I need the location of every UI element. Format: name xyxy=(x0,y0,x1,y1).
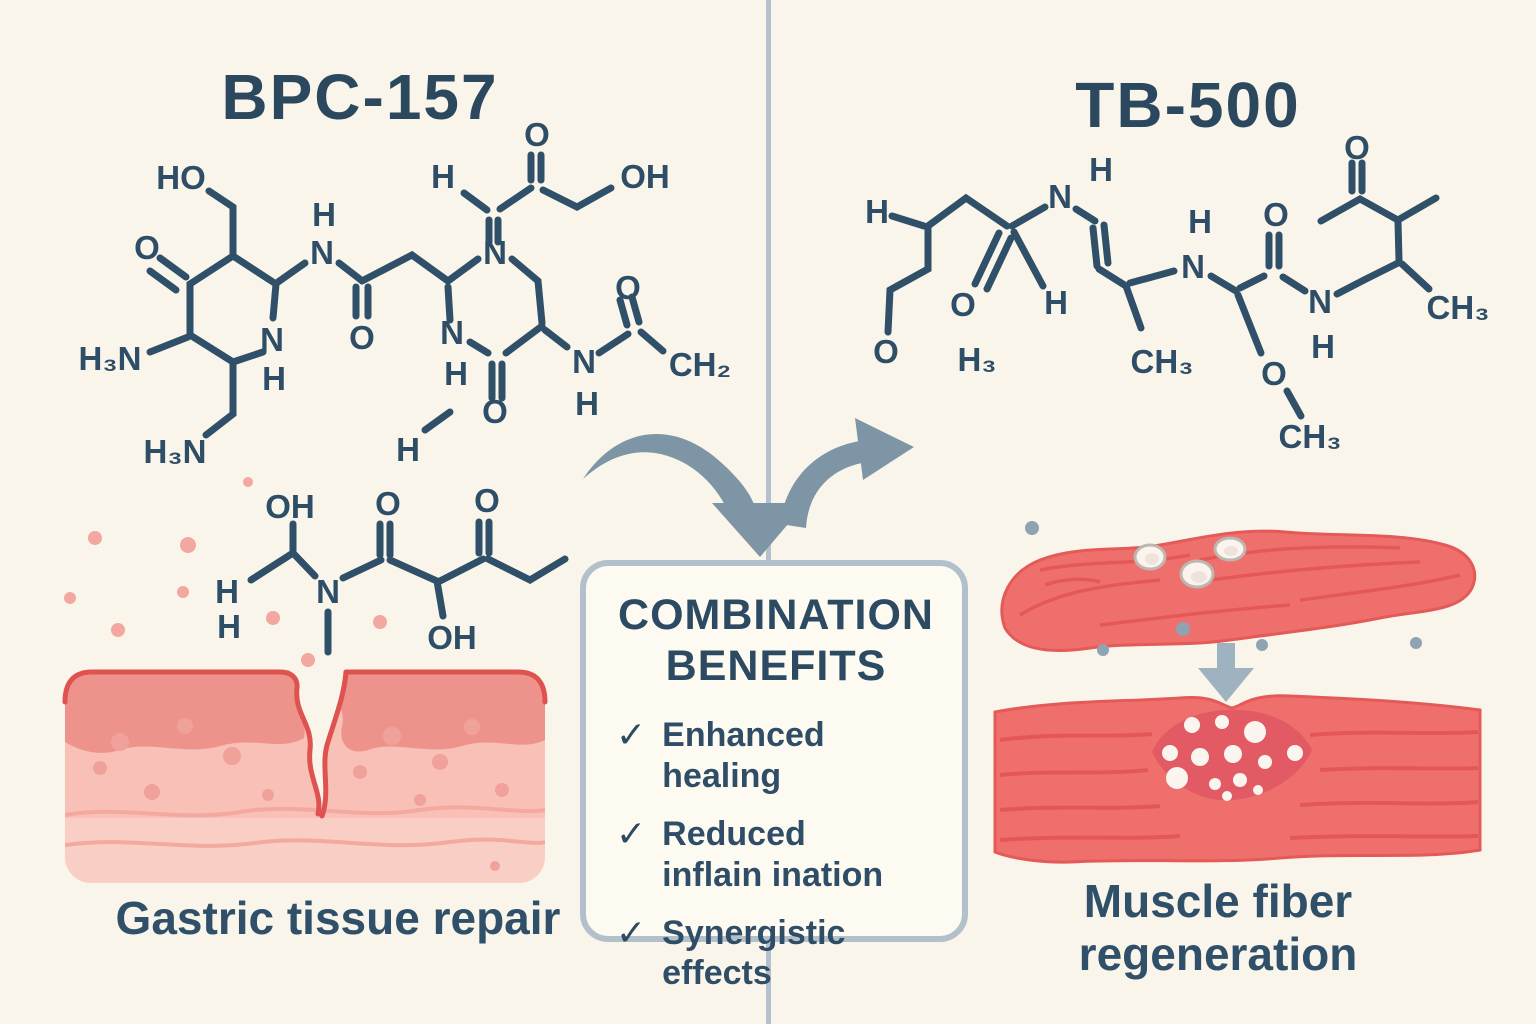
merge-arrows xyxy=(583,418,914,557)
particle-dot xyxy=(243,477,253,487)
arrow-right-curved xyxy=(780,441,862,528)
fragment-atom-labels: OH HH N O O OH xyxy=(215,482,500,656)
atom-label: N xyxy=(572,343,596,380)
particle-dot xyxy=(1410,637,1422,649)
healing-cells xyxy=(1162,715,1303,801)
atom-label: H xyxy=(1311,328,1335,365)
atom-label: CH₂ xyxy=(669,346,731,383)
tb500-title: TB-500 xyxy=(1075,69,1301,141)
particle-dot xyxy=(177,586,189,598)
atom-label: H₃N xyxy=(79,340,142,377)
atom-label: HO xyxy=(156,159,206,196)
atom-label: O xyxy=(615,269,641,306)
atom-label: O xyxy=(482,393,508,430)
particle-dot xyxy=(266,611,280,625)
atom-label: H xyxy=(1089,151,1113,188)
atom-label: H xyxy=(1044,284,1068,321)
arrow-right-head xyxy=(855,418,914,480)
atom-label: H xyxy=(575,385,599,422)
atom-label: H xyxy=(217,608,241,645)
atom-label: H xyxy=(431,158,455,195)
benefits-title: COMBINATION BENEFITS xyxy=(618,591,934,690)
benefit-text: Enhanced healing xyxy=(662,716,825,796)
atom-label: O xyxy=(1344,129,1370,166)
particle-dot xyxy=(1097,644,1109,656)
tissue-speckles xyxy=(93,718,509,871)
divider-line xyxy=(766,0,771,1024)
check-icon: ✓ xyxy=(616,714,647,756)
atom-label: N xyxy=(483,234,507,271)
atom-label: H₃N xyxy=(144,433,207,470)
atom-label: H xyxy=(444,355,468,392)
benefit-text: Reduced inflain ination xyxy=(662,815,884,894)
bpc157-fragment-structure: OH HH N O O OH xyxy=(215,482,569,656)
particle-dot xyxy=(373,615,387,629)
atom-label: O xyxy=(349,319,375,356)
particle-dot xyxy=(1176,622,1190,636)
atom-label: H xyxy=(312,196,336,233)
combination-benefits-box: COMBINATION BENEFITS ✓ Enhanced healing … xyxy=(580,560,968,992)
atom-label: H xyxy=(262,360,286,397)
atom-label: O xyxy=(474,482,500,519)
muscle-fiber-illustration xyxy=(993,529,1482,864)
gastric-tissue-illustration xyxy=(62,669,548,883)
atom-label: N xyxy=(316,573,340,610)
atom-label: N xyxy=(260,321,284,358)
particle-dot xyxy=(1256,639,1268,651)
muscle-caption: Muscle fiber regeneration xyxy=(1078,875,1358,980)
gastric-caption: Gastric tissue repair xyxy=(115,892,561,944)
regeneration-arrow-icon xyxy=(1198,643,1254,702)
atom-label: CH₃ xyxy=(1279,418,1342,455)
atom-label: O xyxy=(1263,196,1289,233)
atom-label: O xyxy=(1261,355,1287,392)
atom-label: O xyxy=(524,116,550,153)
atom-label: N xyxy=(310,234,334,271)
atom-label: H₃ xyxy=(957,341,996,378)
bpc157-title: BPC-157 xyxy=(221,61,499,133)
atom-label: O xyxy=(375,485,401,522)
tissue-crack xyxy=(286,670,346,816)
atom-label: N xyxy=(440,314,464,351)
particle-dot xyxy=(180,537,196,553)
atom-label: N xyxy=(1181,248,1205,285)
particle-dot xyxy=(301,653,315,667)
atom-label: N xyxy=(1048,178,1072,215)
atom-label: H xyxy=(1188,203,1212,240)
atom-label: O xyxy=(134,229,160,266)
atom-label: H xyxy=(215,573,239,610)
atom-label: CH₃ xyxy=(1427,289,1490,326)
particle-dot xyxy=(64,592,76,604)
benefit-item-reduced-inflammation: ✓ Reduced inflain ination xyxy=(616,814,936,896)
atom-label: H xyxy=(865,193,889,230)
pink-particles xyxy=(64,477,387,667)
check-icon: ✓ xyxy=(616,911,647,953)
atom-label: OH xyxy=(427,619,477,656)
satellite-cells xyxy=(1133,536,1247,589)
benefit-text: Synergistic effects xyxy=(662,913,846,993)
atom-label: O xyxy=(950,286,976,323)
gray-particles xyxy=(1025,521,1422,656)
particle-dot xyxy=(1025,521,1039,535)
arrow-left-curved xyxy=(583,433,755,509)
atom-label: CH₃ xyxy=(1131,343,1194,380)
atom-label: OH xyxy=(265,488,315,525)
particle-dot xyxy=(88,531,102,545)
particle-dot xyxy=(111,623,125,637)
atom-label: OH xyxy=(620,158,670,195)
atom-label: N xyxy=(1308,283,1332,320)
atom-label: O xyxy=(873,333,899,370)
atom-label: H xyxy=(396,431,420,468)
benefit-item-enhanced-healing: ✓ Enhanced healing xyxy=(616,715,936,797)
benefit-item-synergistic-effects: ✓ Synergistic effects xyxy=(616,913,936,995)
check-icon: ✓ xyxy=(616,813,647,855)
